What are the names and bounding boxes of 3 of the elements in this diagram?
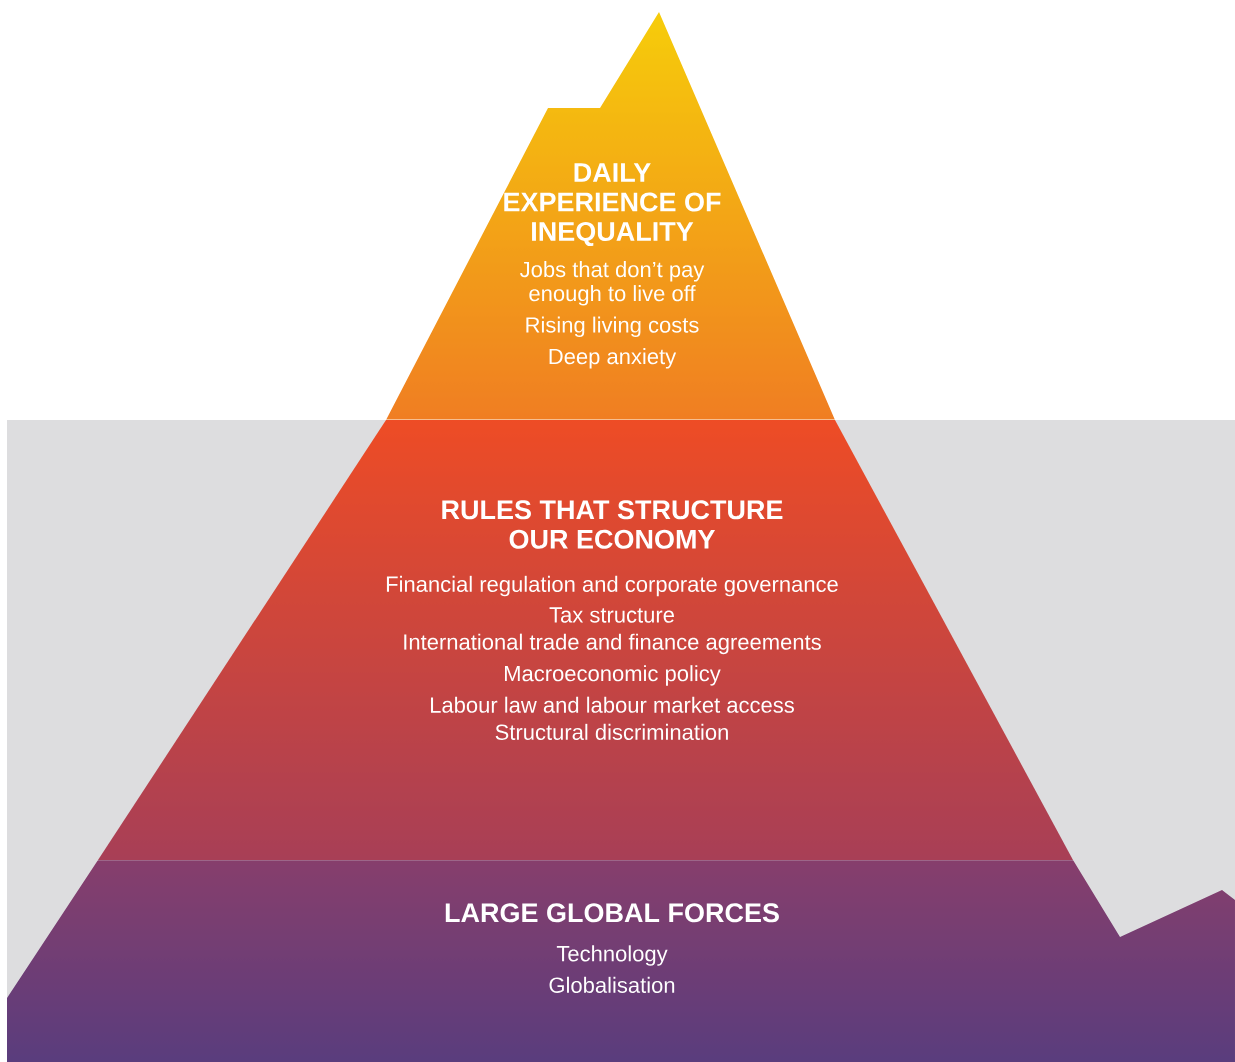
pyramid-layer: DAILY EXPERIENCE OF INEQUALITY Jobs that don’t pay enough to live off Rising living costs Deep anxiety — [504, 163, 721, 369]
pyramid-layer: RULES THAT STRUCTURE OUR ECONOMY Financial regulation and corporate governance Tax structure International trade and finance agreements Macroeconomic policy Labour law and labour market access Structural discrimination — [386, 500, 838, 740]
pyramid-layer: LARGE GLOBAL FORCES Technology Globalisation — [445, 903, 779, 993]
